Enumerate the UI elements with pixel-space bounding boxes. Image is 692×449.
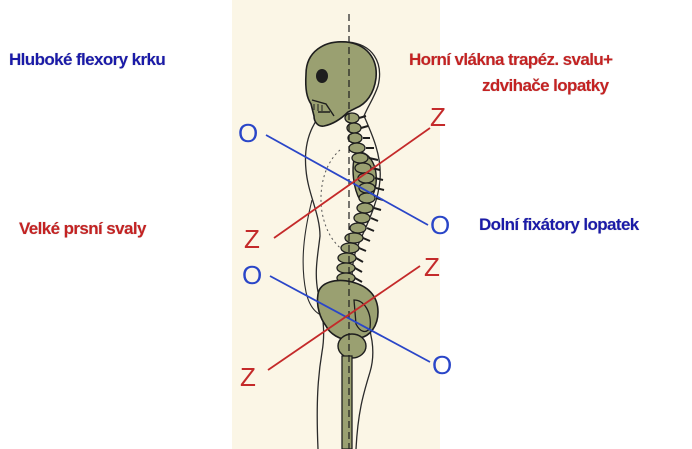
label-upper-trapezius-line1: Horní vlákna trapéz. svalu+ <box>409 50 612 70</box>
weak-marker-upper-left: O <box>238 120 258 146</box>
weak-marker-lower-right: O <box>432 352 452 378</box>
tight-marker-lower-left: Z <box>240 364 256 390</box>
weak-marker-upper-right: O <box>430 212 450 238</box>
hip-socket <box>338 334 366 358</box>
tight-marker-upper-left: Z <box>244 226 260 252</box>
tight-marker-upper-right: Z <box>430 104 446 130</box>
label-pectoral-muscles: Velké prsní svaly <box>19 219 146 239</box>
skull-orbit <box>316 69 328 83</box>
label-deep-neck-flexors: Hluboké flexory krku <box>9 50 165 70</box>
tight-marker-lower-right: Z <box>424 254 440 280</box>
label-upper-trapezius-line2: zdvihače lopatky <box>482 76 608 96</box>
label-lower-scapular-fixators: Dolní fixátory lopatek <box>479 215 639 235</box>
weak-marker-lower-left: O <box>242 262 262 288</box>
femur <box>342 356 352 449</box>
